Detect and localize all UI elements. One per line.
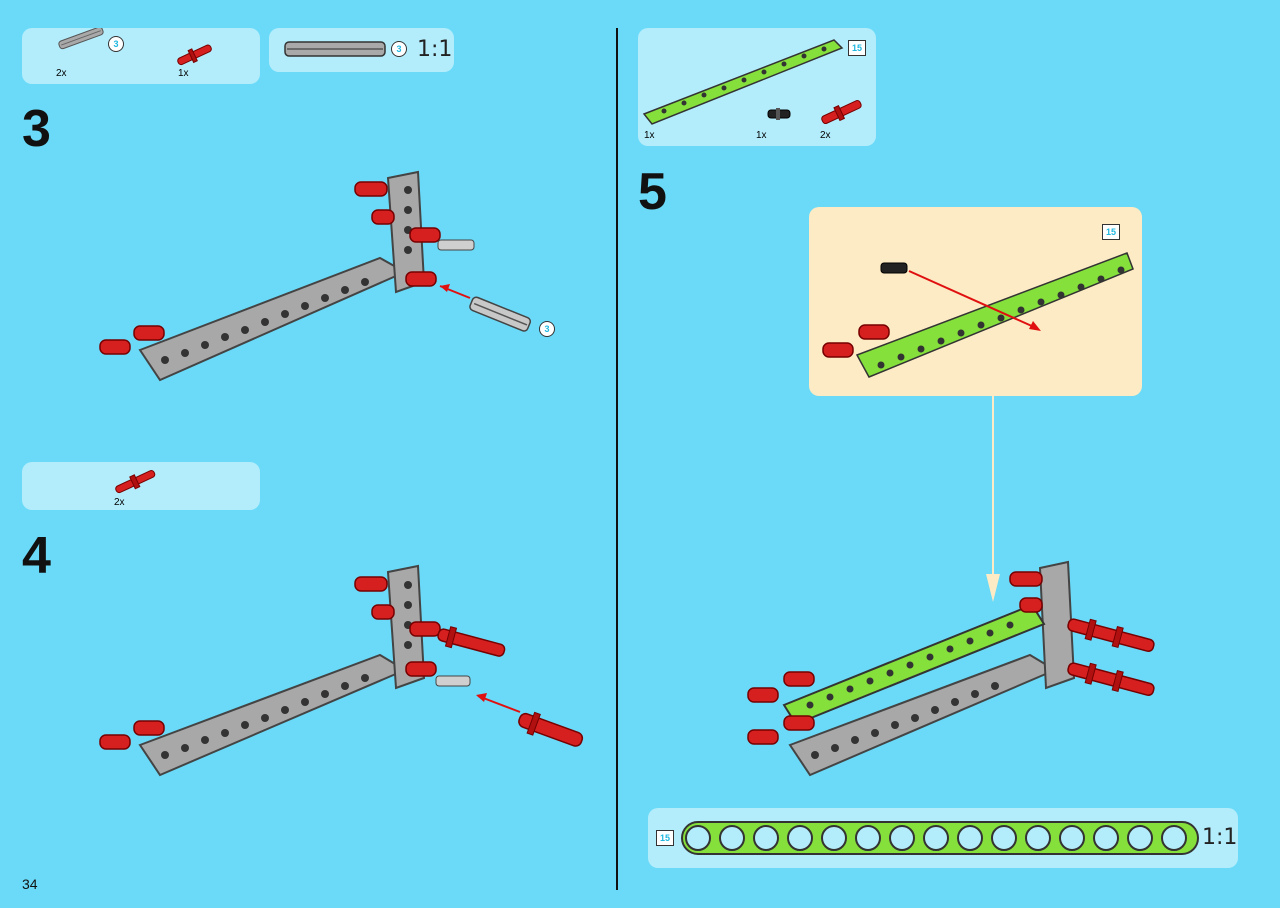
length-badge: 3	[108, 36, 124, 52]
step4-assembly-illustration	[99, 564, 584, 777]
grey-axle-icon	[58, 28, 104, 50]
step-number: 3	[22, 100, 51, 158]
red-axle-pin-icon	[115, 470, 156, 494]
page-number: 34	[22, 876, 38, 892]
length-badge: 15	[848, 40, 866, 56]
length-badge: 3	[539, 321, 555, 337]
step3-assembly-illustration	[99, 170, 532, 382]
callout-illustration	[822, 252, 1134, 378]
part-quantity: 1x	[756, 130, 767, 141]
step3-parts-panel: 3 2x 1x	[22, 28, 260, 84]
page-divider	[616, 28, 618, 890]
scale-label: 1:1	[417, 37, 453, 62]
step5-callout-panel: 15	[809, 207, 1142, 396]
step3-scale-panel: 3 1:1	[269, 28, 454, 72]
step5-scale-panel: 15 1:1	[648, 808, 1238, 868]
step-number: 4	[22, 527, 51, 585]
black-pin-icon	[767, 108, 791, 120]
green-beam-icon	[681, 821, 1199, 855]
step-number: 5	[638, 163, 667, 221]
part-quantity: 1x	[178, 68, 189, 79]
part-quantity: 2x	[56, 68, 67, 79]
part-quantity: 1x	[644, 130, 655, 141]
red-axle-pin-icon	[177, 44, 212, 66]
step4-parts-panel: 2x	[22, 462, 260, 510]
length-badge: 15	[656, 830, 674, 846]
green-beam-icon	[642, 39, 844, 125]
length-badge: 3	[391, 41, 407, 57]
step5-parts-panel: 15 1x 1x 2x	[638, 28, 876, 146]
grey-axle-icon	[284, 41, 386, 57]
part-quantity: 2x	[114, 497, 125, 508]
scale-label: 1:1	[1202, 825, 1238, 850]
length-badge: 15	[1102, 224, 1120, 240]
part-quantity: 2x	[820, 130, 831, 141]
red-axle-pin-icon	[821, 100, 862, 125]
